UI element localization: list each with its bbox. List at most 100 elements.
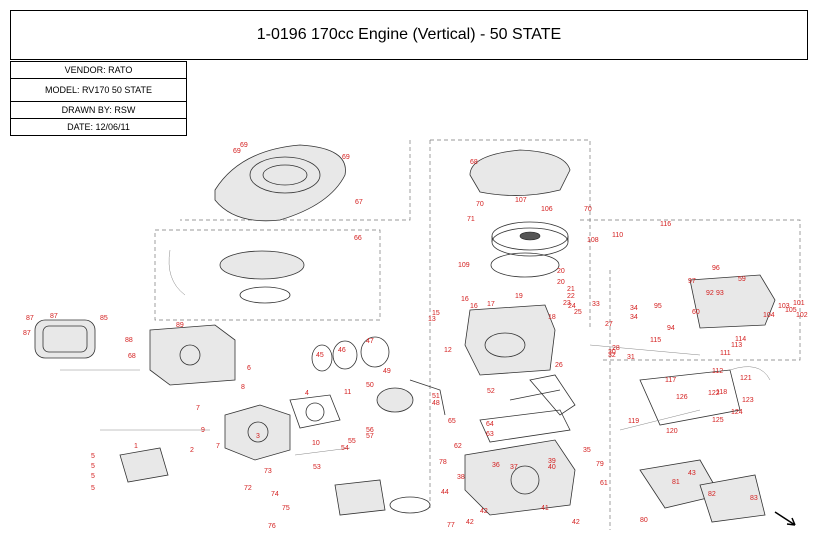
callout-label: 42 (572, 519, 580, 526)
callout-label: 70 (584, 206, 592, 213)
callout-label: 5 (91, 473, 95, 480)
callout-label: 2 (190, 447, 194, 454)
callout-label: 87 (50, 313, 58, 320)
callout-label: 97 (688, 278, 696, 285)
callout-label: 40 (548, 464, 556, 471)
callout-label: 76 (268, 523, 276, 530)
valve-cover-part (119, 447, 169, 483)
callout-label: 5 (91, 453, 95, 460)
diagram-title: 1-0196 170cc Engine (Vertical) - 50 STAT… (10, 10, 808, 60)
callout-label: 92 (706, 290, 714, 297)
callout-label: 115 (650, 337, 661, 344)
callout-label: 30 (608, 349, 616, 356)
callout-label: 126 (676, 394, 688, 401)
callout-label: 51 (432, 393, 440, 400)
callout-label: 23 (563, 300, 571, 307)
callout-label: 22 (567, 293, 575, 300)
direction-arrow-icon (774, 511, 796, 526)
callout-label: 56 (366, 427, 374, 434)
info-table: VENDOR: RATO MODEL: RV170 50 STATE DRAWN… (10, 61, 187, 136)
callout-label: 121 (740, 375, 752, 382)
callout-label: 125 (712, 417, 724, 424)
callout-label: 113 (731, 342, 742, 349)
callout-label: 11 (344, 389, 351, 396)
callout-label: 119 (628, 418, 639, 425)
callout-label: 20 (557, 268, 565, 275)
air-cleaner-base-part (149, 324, 236, 386)
callout-label: 37 (510, 464, 518, 471)
callout-label: 36 (492, 462, 500, 469)
callout-label: 124 (731, 409, 743, 416)
callout-label: 74 (271, 491, 279, 498)
cam-cover-part (479, 409, 571, 443)
callout-label: 88 (125, 337, 133, 344)
callout-label: 109 (458, 262, 470, 269)
callout-label: 87 (23, 330, 31, 337)
callout-label: 7 (196, 405, 200, 412)
callout-label: 96 (712, 265, 720, 272)
callout-label: 66 (354, 235, 362, 242)
callout-label: 44 (441, 489, 449, 496)
starter-cover-part (214, 144, 346, 222)
callout-label: 38 (457, 474, 465, 481)
callout-label: 39 (548, 458, 556, 465)
callout-label: 78 (439, 459, 447, 466)
callout-label: 112 (712, 368, 723, 375)
callout-label: 61 (600, 480, 608, 487)
callout-label: 15 (432, 310, 440, 317)
callout-label: 59 (738, 276, 746, 283)
callout-label: 110 (612, 232, 623, 239)
callout-label: 27 (605, 321, 613, 328)
callout-label: 101 (793, 300, 805, 307)
callout-label: 103 (778, 303, 790, 310)
callout-label: 25 (574, 309, 582, 316)
callout-label: 116 (660, 221, 671, 228)
callout-label: 65 (448, 418, 456, 425)
fuel-tank-part (689, 274, 776, 329)
blower-housing-part (469, 149, 571, 196)
callout-label: 19 (515, 293, 523, 300)
callout-label: 31 (627, 354, 635, 361)
callout-label: 18 (548, 314, 556, 321)
callout-label: 42 (466, 519, 474, 526)
ignition-ring-part (490, 252, 560, 278)
piston-part (376, 379, 446, 416)
callout-label: 54 (341, 445, 349, 452)
callout-label: 60 (692, 309, 700, 316)
callout-label: 87 (26, 315, 34, 322)
callout-label: 95 (654, 303, 662, 310)
callout-label: 114 (735, 336, 746, 343)
carburetor-part (334, 479, 431, 516)
callout-label: 104 (763, 312, 775, 319)
callout-label: 71 (467, 216, 475, 223)
callout-label: 53 (313, 464, 321, 471)
callout-label: 8 (241, 384, 245, 391)
callout-label: 123 (742, 397, 754, 404)
head-gasket-part (289, 394, 341, 429)
callout-label: 120 (666, 428, 678, 435)
callout-label: 48 (432, 400, 440, 407)
callout-labels: 69 69 69 67 68 107 106 70 70 71 66 108 1… (23, 142, 808, 530)
callout-label: 81 (672, 479, 680, 486)
callout-label: 49 (383, 368, 391, 375)
callout-label: 34 (630, 314, 638, 321)
callout-label: 70 (476, 201, 484, 208)
callout-label: 4 (305, 390, 309, 397)
callout-label: 16 (470, 303, 478, 310)
callout-label: 79 (596, 461, 604, 468)
callout-label: 77 (447, 522, 455, 529)
callout-label: 82 (708, 491, 716, 498)
callout-label: 3 (256, 433, 260, 440)
callout-label: 83 (750, 495, 758, 502)
callout-label: 50 (366, 382, 374, 389)
callout-label: 93 (716, 290, 724, 297)
callout-label: 72 (244, 485, 252, 492)
exploded-parts-diagram: 69 69 69 67 68 107 106 70 70 71 66 108 1… (23, 139, 808, 530)
callout-label: 73 (264, 468, 272, 475)
callout-label: 17 (487, 301, 495, 308)
air-filter-part (34, 319, 96, 359)
callout-label: 107 (515, 197, 527, 204)
callout-label: 67 (355, 199, 363, 206)
callout-label: 24 (568, 303, 576, 310)
callout-label: 46 (338, 347, 346, 354)
